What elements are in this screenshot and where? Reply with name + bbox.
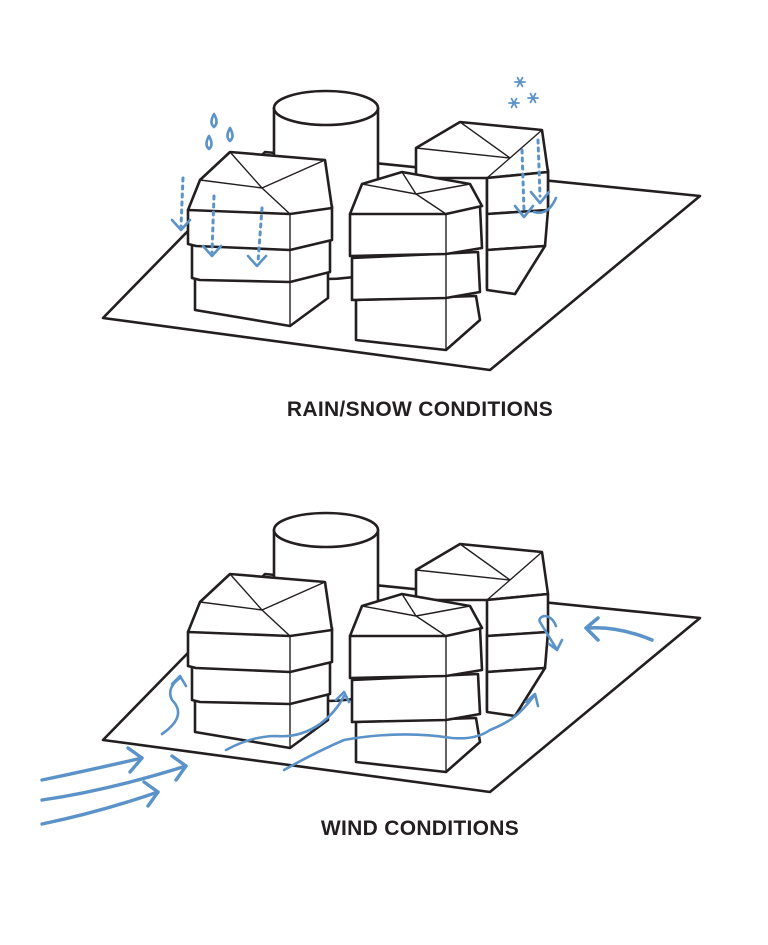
wind-flow-lines [160, 614, 564, 772]
tower-front-left [186, 572, 334, 750]
wind-arrow-icon [584, 616, 654, 642]
tower-front-right [348, 170, 484, 352]
rain-snow-diagram [101, 76, 702, 372]
tower-back-right [414, 542, 550, 718]
raindrop-icon [205, 112, 234, 151]
wind-arrow-icon [40, 746, 188, 826]
snowflake-icon [508, 76, 539, 109]
tower-front-right [348, 592, 484, 774]
rain-runoff-arrows [170, 176, 268, 268]
wind-diagram [40, 511, 702, 826]
tower-back-right [414, 120, 550, 296]
snow-runoff-arrows [513, 138, 558, 219]
wind-caption: WIND CONDITIONS [320, 817, 520, 840]
rain-snow-caption: RAIN/SNOW CONDITIONS [286, 398, 554, 421]
